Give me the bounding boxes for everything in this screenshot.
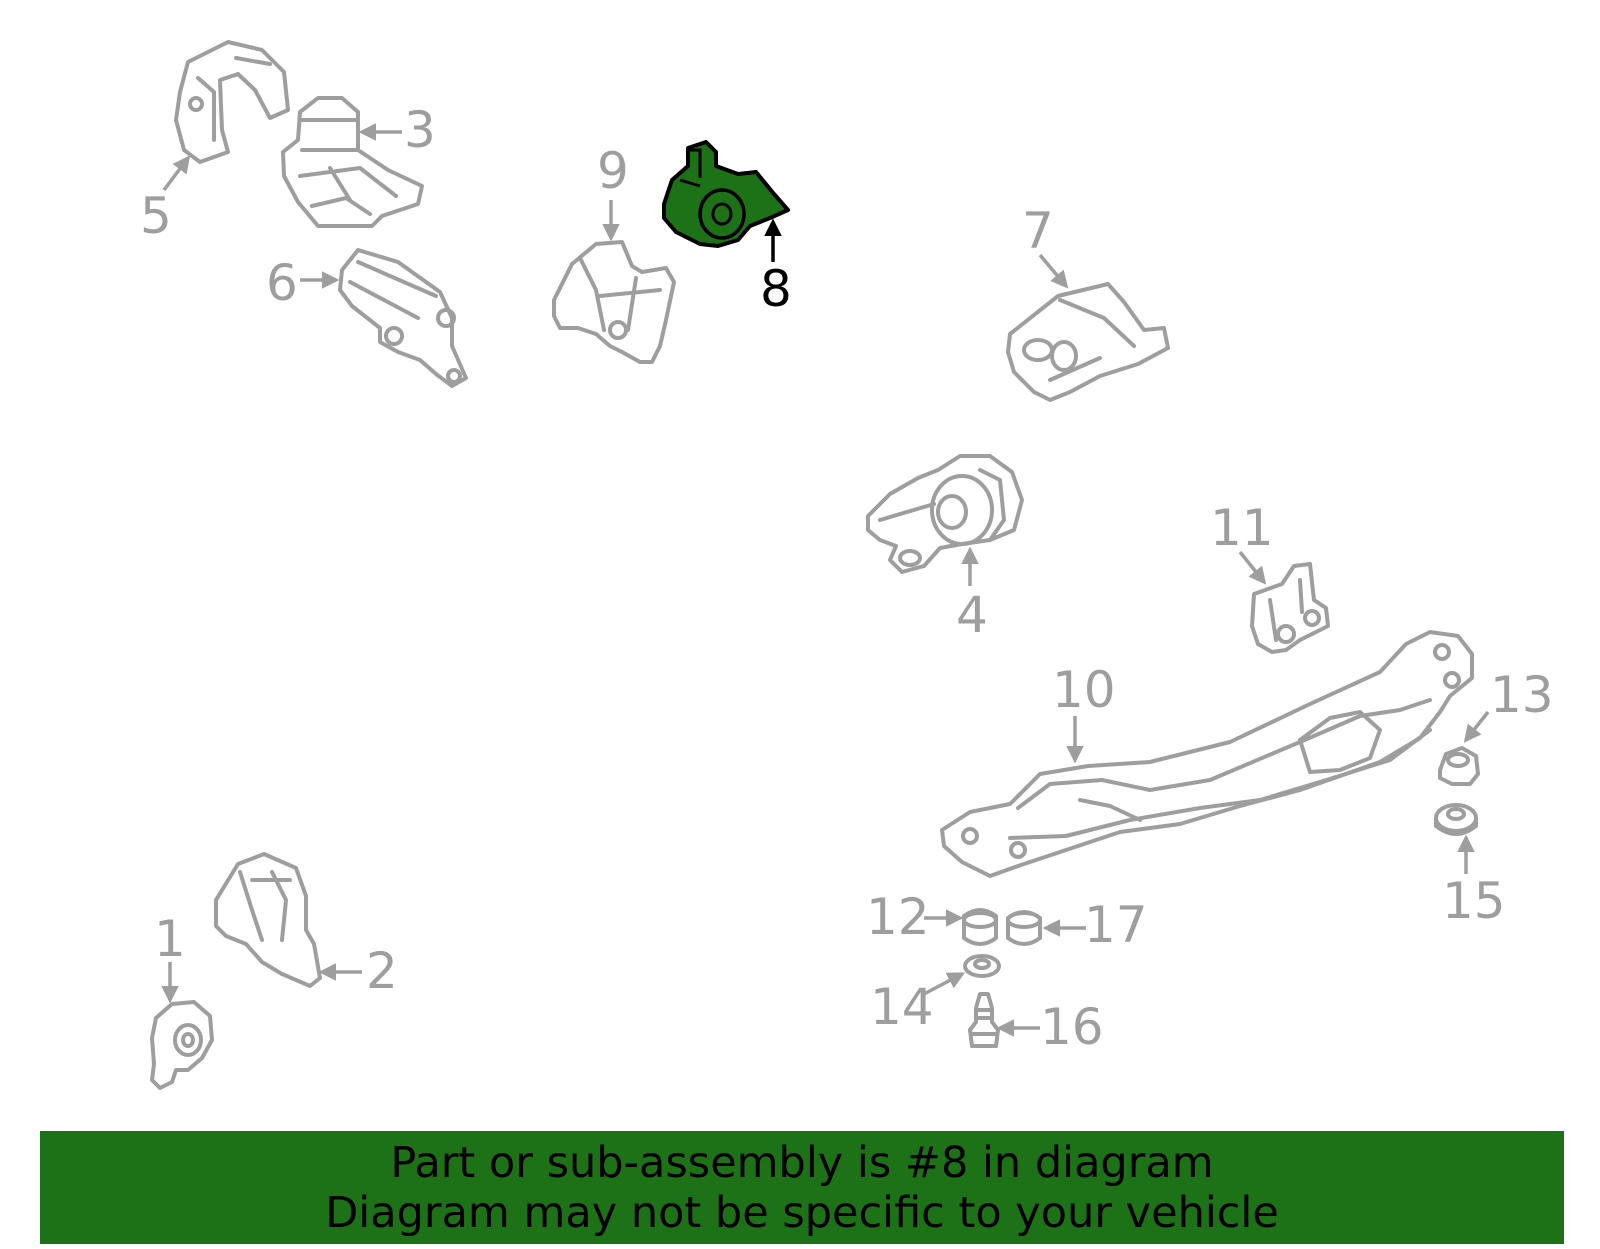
part-5-bracket[interactable] [174, 40, 290, 164]
callout-9: 9 [597, 142, 629, 200]
part-6-bracket[interactable] [338, 248, 468, 388]
part-15-washer[interactable] [1434, 803, 1478, 836]
part-13-nut[interactable] [1438, 746, 1480, 786]
callout-4: 4 [956, 586, 988, 644]
callout-13: 13 [1490, 666, 1554, 724]
arrow-7 [1038, 253, 1069, 289]
callout-12: 12 [866, 888, 930, 946]
part-4-mount[interactable] [866, 454, 1024, 574]
part-14-washer[interactable] [963, 954, 1001, 978]
part-9-bracket[interactable] [552, 240, 676, 364]
callout-2: 2 [366, 942, 398, 1000]
info-banner: Part or sub-assembly is #8 in diagram Di… [40, 1131, 1564, 1244]
callout-8: 8 [760, 260, 792, 318]
callout-5: 5 [140, 187, 172, 245]
part-8-mount-highlighted[interactable] [662, 140, 790, 248]
callout-17: 17 [1084, 896, 1148, 954]
arrow-13 [1463, 710, 1490, 743]
part-1-mount[interactable] [150, 1000, 214, 1090]
part-10-crossmember[interactable] [940, 630, 1474, 878]
banner-line-disclaimer: Diagram may not be specific to your vehi… [325, 1187, 1279, 1238]
callout-3: 3 [404, 101, 436, 159]
part-17-bushing[interactable] [1006, 910, 1042, 946]
arrow-11 [1238, 550, 1267, 585]
part-2-bracket[interactable] [214, 852, 322, 988]
part-7-bracket[interactable] [1006, 282, 1170, 402]
callout-6: 6 [266, 254, 298, 312]
part-11-bracket[interactable] [1250, 562, 1330, 654]
callout-11: 11 [1210, 499, 1274, 557]
arrow-14 [923, 972, 966, 996]
callout-10: 10 [1052, 661, 1116, 719]
callout-15: 15 [1442, 872, 1506, 930]
callout-1: 1 [154, 910, 186, 968]
arrow-5 [162, 155, 191, 192]
part-12-bushing[interactable] [962, 908, 998, 946]
callout-7: 7 [1022, 202, 1054, 260]
part-3-engine-mount[interactable] [281, 96, 424, 228]
callout-14: 14 [870, 978, 934, 1036]
part-16-bolt[interactable] [968, 992, 1000, 1048]
banner-line-part-info: Part or sub-assembly is #8 in diagram [390, 1137, 1214, 1188]
callout-16: 16 [1040, 998, 1104, 1056]
